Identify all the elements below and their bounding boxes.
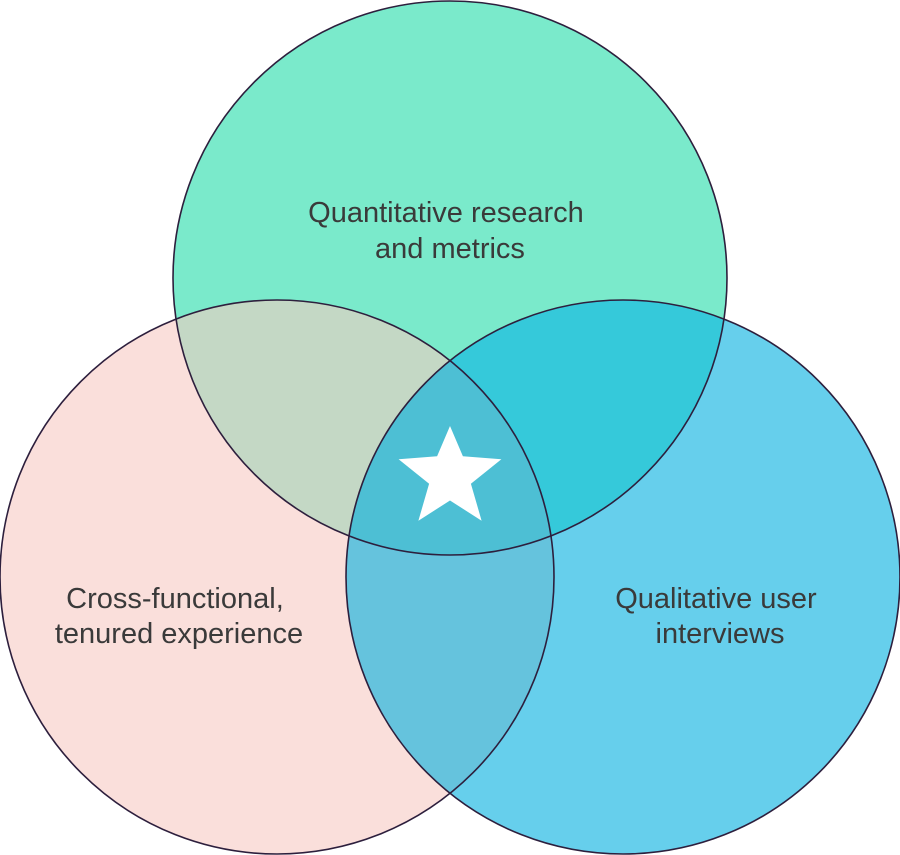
label-qualitative-line2: interviews [656, 618, 785, 650]
label-quantitative-line2: and metrics [375, 233, 525, 265]
label-qualitative: Qualitative user interviews [615, 583, 825, 650]
outline-cross-functional [0, 299, 555, 855]
label-qualitative-line1: Qualitative user [615, 583, 817, 615]
label-cross-functional-line2: tenured experience [55, 618, 303, 650]
outline-qualitative [345, 299, 900, 855]
overlap-center [346, 300, 554, 555]
star-icon [398, 426, 502, 521]
label-quantitative: Quantitative research and metrics [308, 197, 592, 265]
label-quantitative-line1: Quantitative research [308, 197, 584, 229]
label-cross-functional-line1: Cross-functional, [66, 583, 284, 615]
label-cross-functional: Cross-functional, tenured experience [55, 583, 303, 650]
outline-quantitative [172, 0, 728, 556]
